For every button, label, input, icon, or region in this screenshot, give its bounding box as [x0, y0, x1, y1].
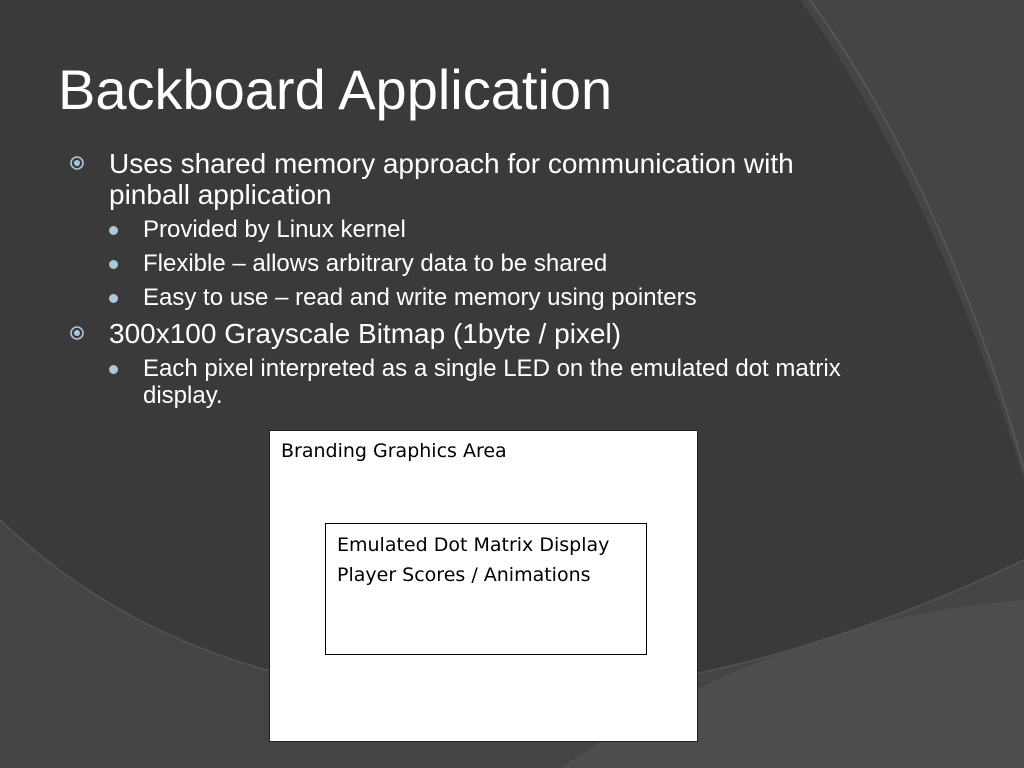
bullet-text: 300x100 Grayscale Bitmap (1byte / pixel)	[109, 318, 622, 349]
sub-bullet-list: Each pixel interpreted as a single LED o…	[109, 355, 870, 409]
slide-title: Backboard Application	[58, 58, 613, 121]
sub-bullet-text: Provided by Linux kernel	[143, 216, 406, 243]
circled-dot-icon	[70, 326, 84, 340]
bullet-list: Uses shared memory approach for communic…	[70, 148, 870, 416]
sub-bullet-item: Easy to use – read and write memory usin…	[109, 284, 870, 311]
bullet-item: Uses shared memory approach for communic…	[70, 148, 870, 311]
sub-bullet-text: Easy to use – read and write memory usin…	[143, 284, 697, 311]
bullet-item: 300x100 Grayscale Bitmap (1byte / pixel)…	[70, 318, 870, 409]
circled-dot-icon	[70, 156, 84, 170]
branding-graphics-area: Branding Graphics Area Emulated Dot Matr…	[269, 430, 698, 742]
sub-bullet-list: Provided by Linux kernel Flexible – allo…	[109, 216, 870, 311]
bullet-dot-icon	[109, 365, 118, 374]
dot-matrix-label: Emulated Dot Matrix Display	[337, 534, 610, 556]
bullet-dot-icon	[109, 226, 118, 235]
bullet-dot-icon	[109, 260, 118, 269]
bullet-text: Uses shared memory approach for communic…	[109, 148, 794, 210]
sub-bullet-text: Each pixel interpreted as a single LED o…	[143, 355, 841, 409]
bullet-dot-icon	[109, 294, 118, 303]
branding-area-label: Branding Graphics Area	[281, 440, 507, 462]
sub-bullet-item: Each pixel interpreted as a single LED o…	[109, 355, 870, 409]
sub-bullet-text: Flexible – allows arbitrary data to be s…	[143, 250, 608, 277]
sub-bullet-item: Flexible – allows arbitrary data to be s…	[109, 250, 870, 277]
sub-bullet-item: Provided by Linux kernel	[109, 216, 870, 243]
dot-matrix-sublabel: Player Scores / Animations	[337, 564, 591, 586]
dot-matrix-display-area: Emulated Dot Matrix Display Player Score…	[325, 523, 647, 655]
